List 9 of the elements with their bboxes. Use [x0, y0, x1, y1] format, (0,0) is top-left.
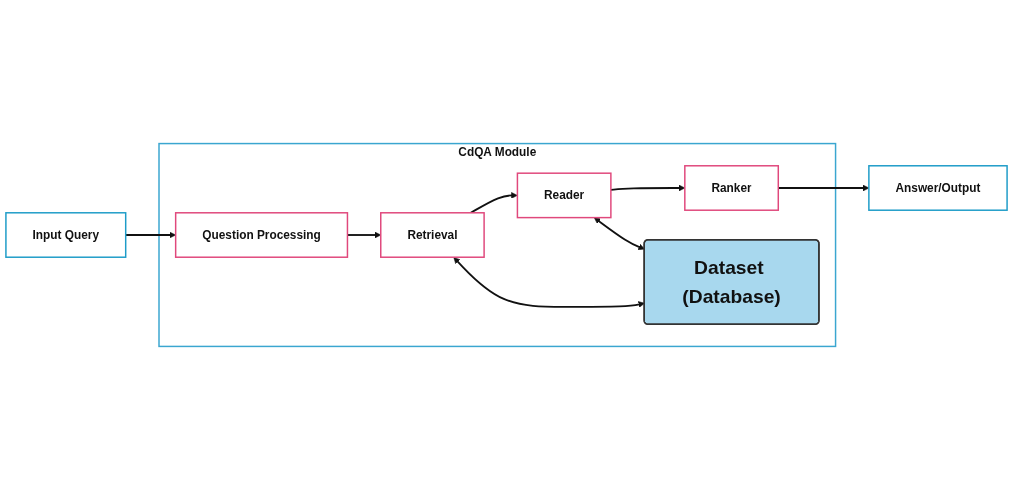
node-box: Ranker — [684, 165, 780, 211]
node-box: Answer/Output — [868, 165, 1008, 211]
node-box: Reader — [516, 172, 612, 219]
node-box: Input Query — [5, 212, 127, 258]
node-box: Question Processing — [174, 212, 349, 258]
arrow — [594, 217, 645, 250]
arrow — [453, 257, 645, 308]
arrow — [469, 192, 518, 214]
node-box: Retrieval — [380, 212, 485, 258]
